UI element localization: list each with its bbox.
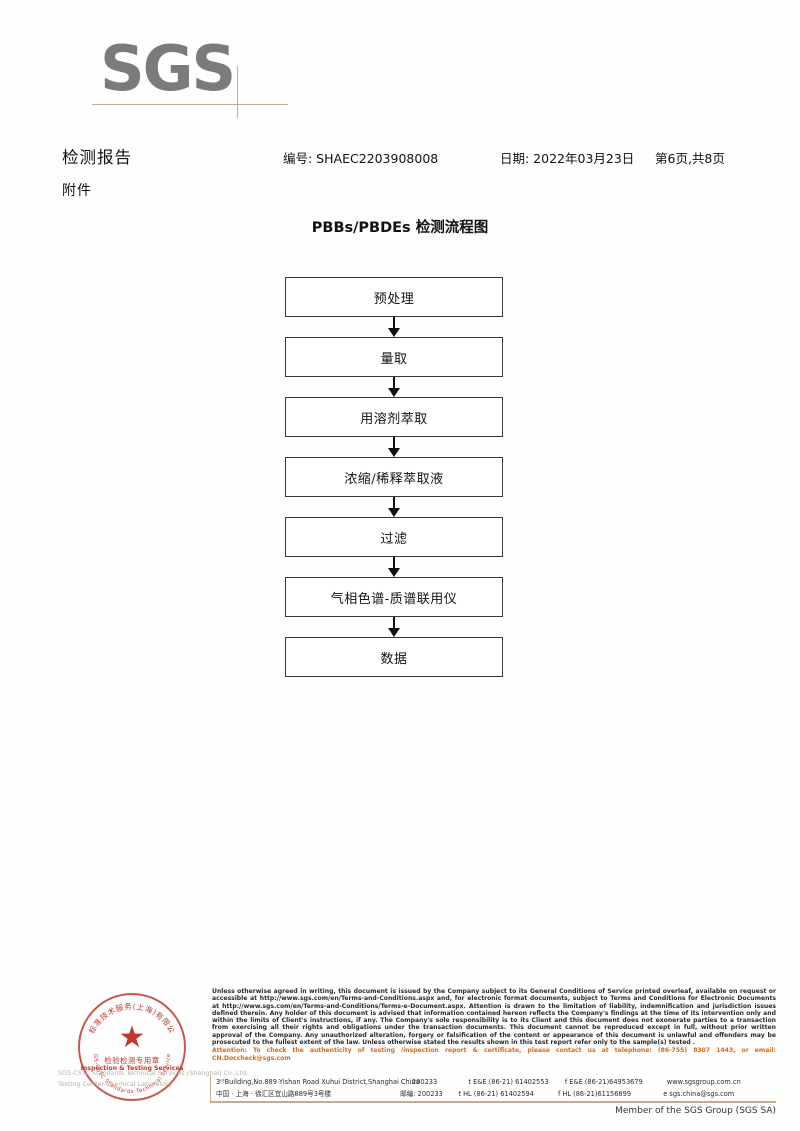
footer-rule: [210, 1101, 776, 1103]
telephone-ee: t E&E (86-21) 61402553: [468, 1078, 549, 1086]
logo-vertical-tick: [237, 66, 238, 118]
seal-ring: [78, 993, 186, 1101]
fax-hl: f HL (86-21)61156899: [558, 1090, 632, 1098]
flow-arrow-1: [285, 317, 503, 337]
address-en: 3ʳᵈBuilding,No.889 Yishan Road Xuhui Dis…: [216, 1078, 420, 1086]
document-footer: Unless otherwise agreed in writing, this…: [0, 975, 800, 1131]
flow-box-label: 数据: [285, 637, 503, 677]
sgs-logo-text: SGS: [100, 32, 236, 105]
flowchart-title: PBBs/PBDEs 检测流程图: [311, 220, 489, 236]
attachment-label: 附件: [62, 183, 92, 199]
flow-box-label: 气相色谱-质谱联用仪: [285, 577, 503, 617]
address-row-en: 3ʳᵈBuilding,No.889 Yishan Road Xuhui Dis…: [216, 1076, 776, 1088]
telephone-hl: t HL (86-21) 61402594: [458, 1090, 534, 1098]
seal-center-cn: 检验检测专用章: [104, 1056, 160, 1065]
flow-box-label: 浓缩/稀释萃取液: [285, 457, 503, 497]
address-divider: [210, 1075, 211, 1103]
address-cn: 中国 · 上海 · 徐汇区宜山路889号3号楼: [216, 1090, 332, 1098]
zip-cn: 邮编: 200233: [400, 1090, 443, 1098]
seal-center-en: Inspection & Testing Services: [80, 1065, 184, 1072]
flow-arrow-6: [285, 617, 503, 637]
flow-step-5: 过滤: [285, 517, 503, 557]
zip-en: 200233: [412, 1078, 438, 1086]
flow-arrow-2: [285, 377, 503, 397]
seal-arc-text: 标准技术服务(上海)有限公 SGS-CSTC Standards Technic…: [78, 993, 176, 1095]
fax-ee: f E&E (86-21)64953679: [564, 1078, 643, 1086]
flow-step-2: 量取: [285, 337, 503, 377]
flow-step-3: 用溶剂萃取: [285, 397, 503, 437]
flowchart: 预处理 量取 用溶剂萃取 浓缩/稀释萃取液 过滤 气相色谱-质谱联用仪 数据: [285, 277, 503, 677]
flow-box-label: 量取: [285, 337, 503, 377]
report-date: 日期: 2022年03月23日: [500, 151, 635, 166]
sgs-logo: SGS: [92, 32, 350, 118]
flow-box-label: 过滤: [285, 517, 503, 557]
member-line: Member of the SGS Group (SGS SA): [615, 1106, 776, 1116]
company-seal-stamp: 标准技术服务(上海)有限公 SGS-CSTC Standards Technic…: [78, 993, 186, 1101]
email-link[interactable]: e sgs.china@sgs.com: [663, 1090, 735, 1098]
flow-box-label: 用溶剂萃取: [285, 397, 503, 437]
website-link[interactable]: www.sgsgroup.com.cn: [666, 1078, 741, 1086]
legal-body: Unless otherwise agreed in writing, this…: [212, 988, 776, 1047]
flow-box-label: 预处理: [285, 277, 503, 317]
legal-attention: Attention: To check the authenticity of …: [212, 1047, 776, 1062]
flow-step-7: 数据: [285, 637, 503, 677]
seal-watermark: SGS-CSTC Standards Technical Services (S…: [58, 1068, 258, 1090]
flow-step-1: 预处理: [285, 277, 503, 317]
page-title: 检测报告: [62, 148, 132, 167]
address-row-cn: 中国 · 上海 · 徐汇区宜山路889号3号楼 邮编: 200233 t HL …: [216, 1088, 776, 1100]
flow-arrow-3: [285, 437, 503, 457]
flow-arrow-4: [285, 497, 503, 517]
report-header: 检测报告 附件 编号: SHAEC2203908008 日期: 2022年03月…: [0, 140, 800, 200]
flow-step-4: 浓缩/稀释萃取液: [285, 457, 503, 497]
legal-disclaimer: Unless otherwise agreed in writing, this…: [212, 988, 776, 1062]
flow-arrow-5: [285, 557, 503, 577]
report-number: 编号: SHAEC2203908008: [283, 151, 439, 166]
watermark-line-1: SGS-CSTC Standards Technical Services (S…: [58, 1069, 249, 1077]
address-block: 3ʳᵈBuilding,No.889 Yishan Road Xuhui Dis…: [216, 1076, 776, 1100]
logo-horizontal-rule: [92, 104, 288, 105]
page-indicator: 第6页,共8页: [655, 151, 725, 166]
flow-step-6: 气相色谱-质谱联用仪: [285, 577, 503, 617]
star-icon: ★: [118, 1021, 146, 1054]
watermark-line-2: Testing Center-Chemical Laboratory: [58, 1080, 173, 1088]
